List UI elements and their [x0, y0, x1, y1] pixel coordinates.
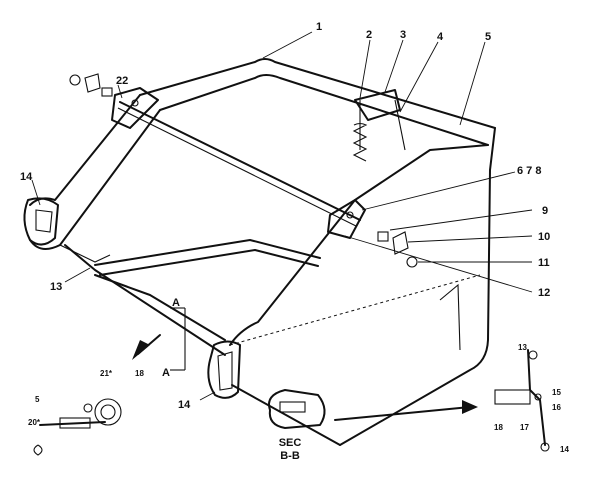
callout-13: 13 — [50, 281, 62, 293]
callout-14-bottom: 14 — [178, 399, 191, 411]
detail-callout-18: 18 — [135, 369, 144, 378]
callout-11: 11 — [538, 257, 550, 269]
callout-10: 10 — [538, 231, 550, 243]
right-callout-17: 17 — [520, 423, 529, 432]
right-callout-18: 18 — [494, 423, 503, 432]
section-a-top: A — [172, 297, 180, 309]
exploded-parts-left — [69, 73, 113, 97]
exploded-parts-right — [377, 231, 418, 268]
callout-6-7-8: 6 7 8 — [517, 165, 541, 177]
section-label-line1: SEC — [279, 437, 302, 449]
catcher-bag — [29, 58, 496, 446]
detail-callout-5: 5 — [35, 395, 40, 404]
callout-1: 1 — [316, 21, 322, 33]
detail-callout-21: 21* — [100, 369, 113, 378]
callout-22: 22 — [116, 75, 128, 87]
callout-9: 9 — [542, 205, 548, 217]
right-callout-15: 15 — [552, 388, 561, 397]
callout-4: 4 — [437, 31, 444, 43]
callout-2: 2 — [366, 29, 372, 41]
right-callout-16: 16 — [552, 403, 561, 412]
left-corner-bracket — [23, 197, 59, 246]
right-corner-bracket — [207, 340, 241, 399]
spring-assembly — [352, 89, 406, 162]
section-a-bottom: A — [162, 367, 170, 379]
callout-12: 12 — [538, 287, 550, 299]
detail-callout-20: 20* — [28, 418, 41, 427]
callout-14-left: 14 — [20, 171, 33, 183]
callout-labels: 1 2 3 4 5 6 7 8 9 10 11 12 13 14 14 22 A… — [20, 21, 569, 462]
callout-3: 3 — [400, 29, 406, 41]
section-b-b-detail — [268, 349, 550, 452]
right-callout-14: 14 — [560, 445, 569, 454]
detail-a-a — [33, 307, 186, 456]
callout-5: 5 — [485, 31, 491, 43]
right-callout-13: 13 — [518, 343, 527, 352]
section-label-line2: B-B — [280, 450, 300, 462]
hinge-rod — [111, 87, 366, 239]
leader-lines — [31, 31, 533, 401]
